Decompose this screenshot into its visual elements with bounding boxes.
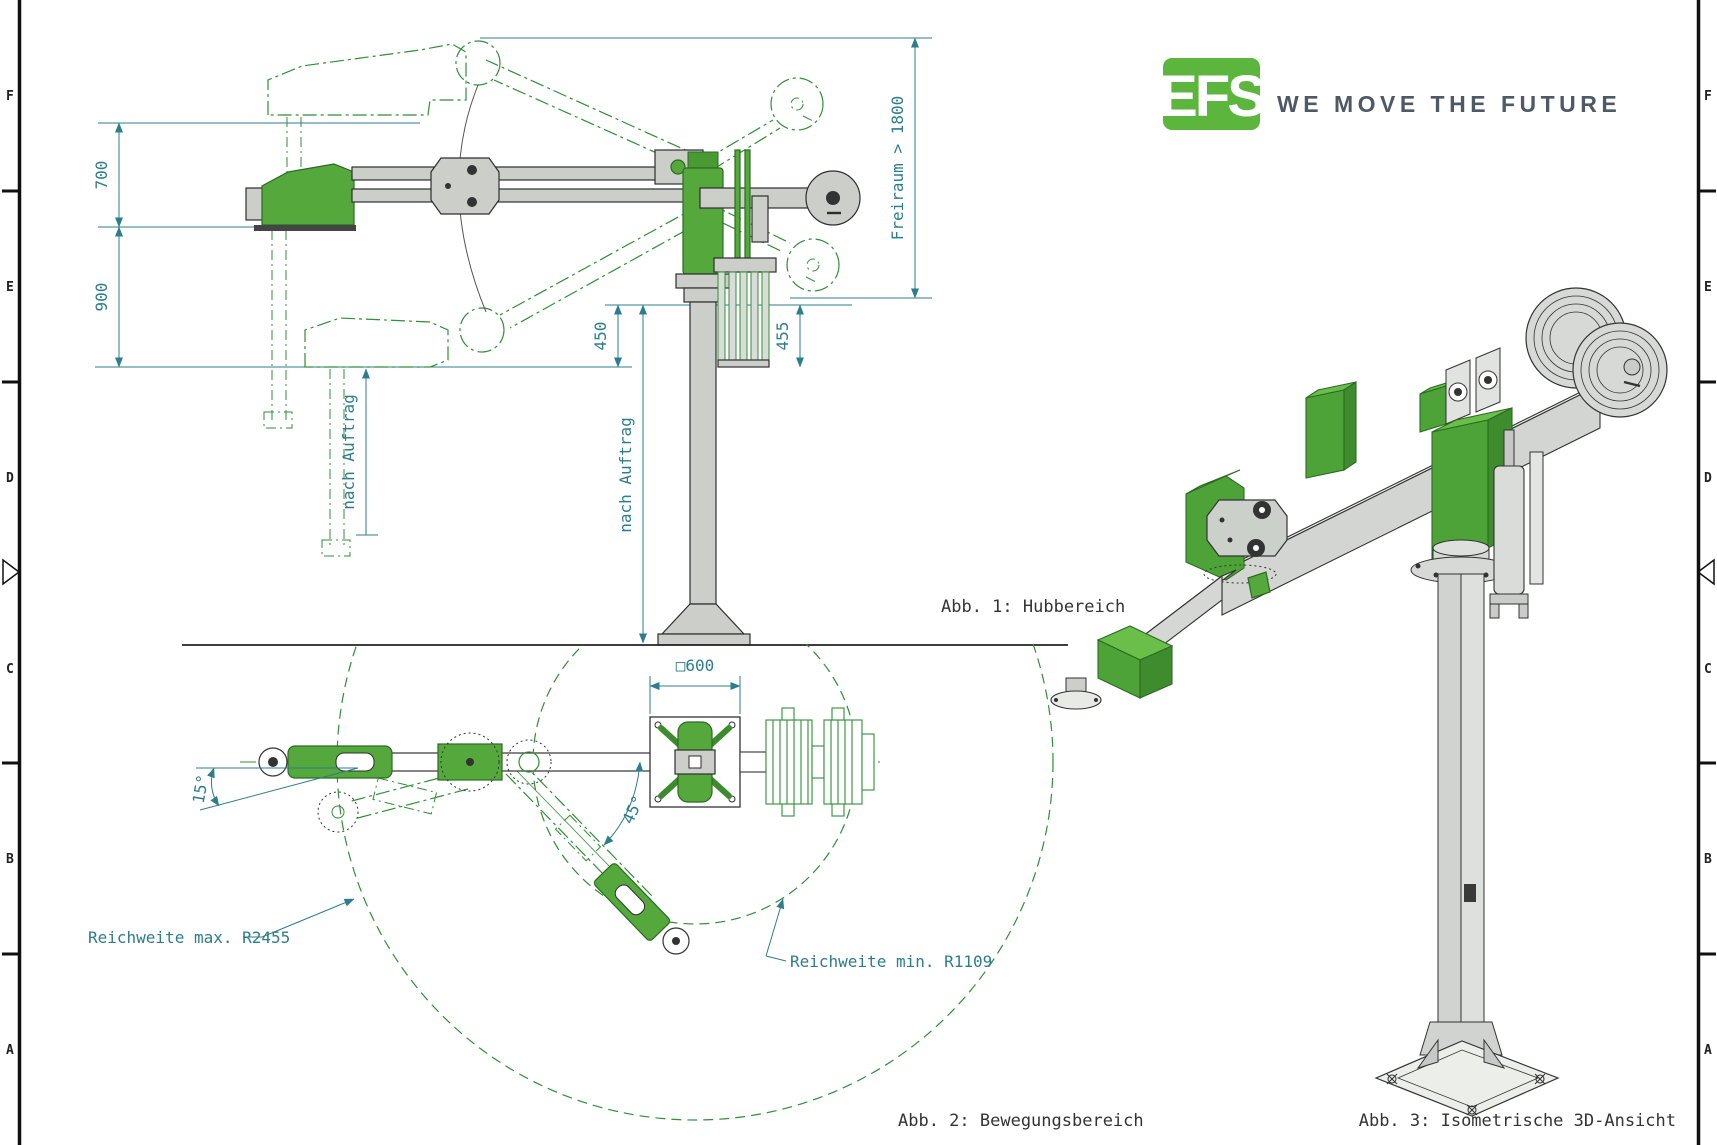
fig1-dimensions: 700 900 Freiraum > 1800 450 455 nach Auf… [92,37,932,644]
fig2-base-plate [649,716,741,808]
fig1-arm-tube-lower [351,188,705,203]
frame-ticks-left [2,189,18,956]
figure2-top-view: □600 15° 45° Reichweite max. R2455 Reich… [88,644,1144,1131]
fig2-balancer [739,707,875,817]
fig2-arm-extended [258,732,653,792]
fig3-elbow-joint [1185,469,1288,599]
center-mark-right-icon [1696,558,1715,586]
fig2-arm-folded-position [317,771,469,833]
fig3-type-label [1464,884,1476,902]
fig3-balancer-pulleys [1525,287,1668,418]
dim-nach-auftrag-right-label: nach Auftrag [616,417,635,533]
fig3-base [1374,1021,1560,1117]
dim-45deg-label: 45° [618,793,647,827]
zone-letter: F [1704,89,1712,104]
fig1-balancer-bracket [713,257,777,273]
fig1-column-gusset [660,603,746,635]
zone-letter: D [6,471,14,486]
fig2-arm-45-position [505,759,690,955]
figure3-isometric-view: Abb. 3: Isometrische 3D-Ansicht [1050,287,1676,1131]
brand-header: EFS WE MOVE THE FUTURE [1159,58,1621,130]
fig1-wrist-housing [261,163,355,226]
fig1-wrist-attachment [245,187,265,221]
brand-slogan: WE MOVE THE FUTURE [1277,91,1621,117]
fig1-base-plate [657,633,751,646]
fig1-elbow-disc [430,157,500,215]
zone-letter: E [6,280,14,295]
dim-450-label: 450 [591,322,610,351]
dim-455-label: 455 [773,322,792,351]
efs-logo-icon [1163,58,1260,130]
fig1-column [689,301,717,605]
frame-ticks-right [1700,189,1716,956]
fig1-machine [245,149,861,646]
dim-15deg-label: 15° [189,773,213,805]
zone-letter: A [6,1043,14,1058]
fig2-dimensions: □600 15° 45° Reichweite max. R2455 Reich… [88,656,992,971]
fig1-balancer-stack [717,271,770,361]
dim-600-label: □600 [676,656,715,675]
fig1-wrist-base [254,225,356,231]
efs-logo-text: EFS [1159,64,1264,129]
fig3-main-beam [1221,374,1616,616]
zone-letter: A [1704,1043,1712,1058]
zone-letter: D [1704,471,1712,486]
zone-letter: E [1704,280,1712,295]
fig1-link-rod [734,149,741,259]
zone-letter: B [6,852,14,867]
figure1-caption: Abb. 1: Hubbereich [941,597,1125,617]
fig3-column-flange [1410,539,1512,584]
figure2-caption: Abb. 2: Bewegungsbereich [898,1111,1144,1131]
fig1-arm-tube-upper [351,166,663,181]
fig1-damper [751,195,769,243]
zone-letter: C [6,662,14,677]
fig3-wrist-housing [1096,625,1174,699]
fig3-pulley-bracket [1419,347,1501,433]
fig3-rear-housing [1305,380,1357,479]
fig1-cylinder-cap [687,151,719,169]
fig1-arm-position-lower [263,201,840,557]
dim-nach-auftrag-left-label: nach Auftrag [339,394,358,510]
dim-700-label: 700 [92,161,111,190]
zone-letters-left: F E D C B A [6,89,14,1058]
dim-freiraum-label: Freiraum > 1800 [888,96,907,241]
zone-letter: C [1704,662,1712,677]
reach-max-label: Reichweite max. R2455 [88,928,290,947]
fig3-anchor-marks [1386,1073,1546,1116]
zone-letters-right: F E D C B A [1704,89,1712,1058]
dim-900-label: 900 [92,283,111,312]
figure1-side-view: 700 900 Freiraum > 1800 450 455 nach Auf… [92,37,1125,646]
fig3-tool-flange [1050,677,1102,710]
fig3-column [1437,573,1485,1023]
reach-min-label: Reichweite min. R1109 [790,952,992,971]
center-mark-left-icon [2,558,21,586]
figure3-caption: Abb. 3: Isometrische 3D-Ansicht [1359,1111,1676,1131]
zone-letter: B [1704,852,1712,867]
fig3-pneumatic-cylinder [1489,429,1544,619]
zone-letter: F [6,89,14,104]
